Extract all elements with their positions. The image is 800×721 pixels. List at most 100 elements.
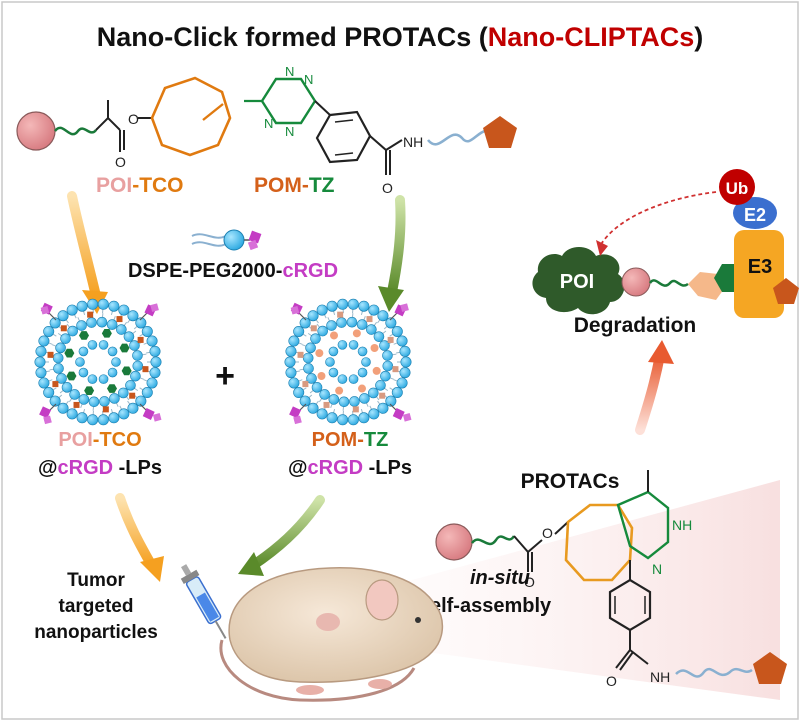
mouse-ear xyxy=(365,579,399,621)
tz-cargo xyxy=(317,371,326,380)
lipid-headgroup xyxy=(357,367,368,378)
lipid-headgroup xyxy=(129,340,140,351)
lipid-headgroup xyxy=(293,387,305,399)
tz-n4: N xyxy=(285,124,294,139)
self-assembly-label: self-assembly xyxy=(419,595,552,617)
pom-liposome-label-line2: @cRGD -LPs xyxy=(288,457,412,479)
crgd-tag xyxy=(392,408,405,420)
lipid-headgroup xyxy=(127,310,139,322)
lipid-headgroup xyxy=(35,367,47,379)
lipid-headgroup xyxy=(337,374,348,384)
lipid-headgroup xyxy=(368,408,380,420)
mouse-tail xyxy=(219,639,416,702)
protac-structure: O O NH N O NH xyxy=(435,470,787,689)
degradation-label: Degradation xyxy=(574,314,697,337)
lipid-headgroup xyxy=(368,387,379,399)
protac-nh: NH xyxy=(672,517,692,533)
membrane-cargo xyxy=(47,351,54,358)
tz-cargo xyxy=(330,331,339,340)
lipid-headgroup xyxy=(118,304,130,316)
poi-tco-molecule: O O xyxy=(16,76,232,170)
arrow-poi-to-liposome xyxy=(67,191,101,301)
degradation-complex: POI E3 E2 Ub xyxy=(532,169,799,318)
lipid-headgroup xyxy=(66,304,78,316)
syringe-icon xyxy=(180,564,227,639)
lipid-headgroup xyxy=(399,367,411,379)
lipid-headgroup xyxy=(338,396,350,408)
tco-cargo xyxy=(119,343,130,353)
lipid-headgroup xyxy=(107,367,118,378)
lipid-headgroup xyxy=(52,352,64,364)
protac-o-ester: O xyxy=(542,525,553,541)
lipid-headgroup xyxy=(149,345,161,357)
lipid-headgroup xyxy=(385,395,397,407)
plus-sign: + xyxy=(215,357,235,395)
lipid-headgroup xyxy=(316,304,328,316)
membrane-cargo xyxy=(387,336,394,343)
lipid-headgroup xyxy=(328,394,340,405)
lipid-headgroup xyxy=(303,363,314,374)
lipid-headgroup xyxy=(107,346,118,357)
lipid-headgroup xyxy=(150,356,162,368)
tco-cargo xyxy=(106,384,117,393)
tz-cargo xyxy=(352,329,361,338)
lipid-headgroup xyxy=(108,412,120,424)
lipid-headgroup xyxy=(302,352,314,364)
lipid-headgroup xyxy=(99,396,110,407)
tz-cargo xyxy=(370,344,379,353)
lipid-headgroup xyxy=(43,387,55,399)
pom-liposome-label-line1: POM-TZ xyxy=(312,429,389,451)
lipid-headgroup xyxy=(385,317,397,329)
membrane-cargo xyxy=(337,311,344,318)
lipid-headgroup xyxy=(35,345,47,357)
lipid-headgroup xyxy=(288,377,300,389)
lipid-headgroup xyxy=(328,346,339,357)
membrane-cargo xyxy=(73,401,80,408)
lipid-headgroup xyxy=(377,402,389,414)
lipid-headgroup xyxy=(49,395,61,407)
lipid-headgroup xyxy=(299,317,311,329)
protac-bottom-o: O xyxy=(606,673,617,689)
lipid-headgroup xyxy=(125,380,136,391)
lipid-headgroup xyxy=(87,374,98,384)
arrow-pom-lipo-to-mouse xyxy=(247,495,325,571)
protac-title: PROTACs xyxy=(521,470,620,493)
lipid-headgroup xyxy=(96,316,108,328)
zoom-cone xyxy=(338,480,780,700)
tz-n1: N xyxy=(285,64,294,79)
lipid-headgroup xyxy=(76,300,88,312)
poi-ligand-sphere xyxy=(16,111,56,151)
lipid-headgroup xyxy=(368,304,380,316)
membrane-cargo xyxy=(87,311,94,318)
lipid-headgroup xyxy=(123,331,135,342)
lipid-headgroup xyxy=(87,298,99,310)
lipid-headgroup xyxy=(348,374,359,384)
tco-cargo xyxy=(66,371,77,381)
lipid-headgroup xyxy=(328,367,339,378)
lipid-headgroup xyxy=(141,325,153,337)
ubiquitin xyxy=(719,169,755,205)
lipid-headgroup xyxy=(337,298,349,310)
arrow-pom-to-liposome xyxy=(387,195,406,297)
lipid-headgroup xyxy=(43,325,55,337)
lipid-headgroup xyxy=(311,382,323,393)
lipid-headgroup xyxy=(347,298,359,310)
lipid-headgroup xyxy=(316,408,328,420)
lipid-headgroup xyxy=(325,357,335,367)
dspe-peg-crgd-lipid-icon xyxy=(191,229,262,251)
tz-cargo xyxy=(372,366,381,375)
tco-cargo xyxy=(121,366,132,376)
lipid-headgroup xyxy=(66,408,78,420)
membrane-cargo xyxy=(102,406,109,413)
lipid-headgroup xyxy=(53,363,64,374)
lipid-headgroup xyxy=(293,325,305,337)
lipid-headgroup xyxy=(305,342,316,354)
amide-nh: NH xyxy=(403,134,423,150)
lipid-headgroup xyxy=(69,389,80,400)
lipid-headgroup xyxy=(146,377,158,389)
mouse-icon xyxy=(219,567,444,702)
membrane-cargo xyxy=(352,406,359,413)
lipid-headgroup xyxy=(361,357,371,367)
lipid-label: DSPE-PEG2000-cRGD xyxy=(128,260,338,282)
tco-cargo xyxy=(64,348,75,358)
